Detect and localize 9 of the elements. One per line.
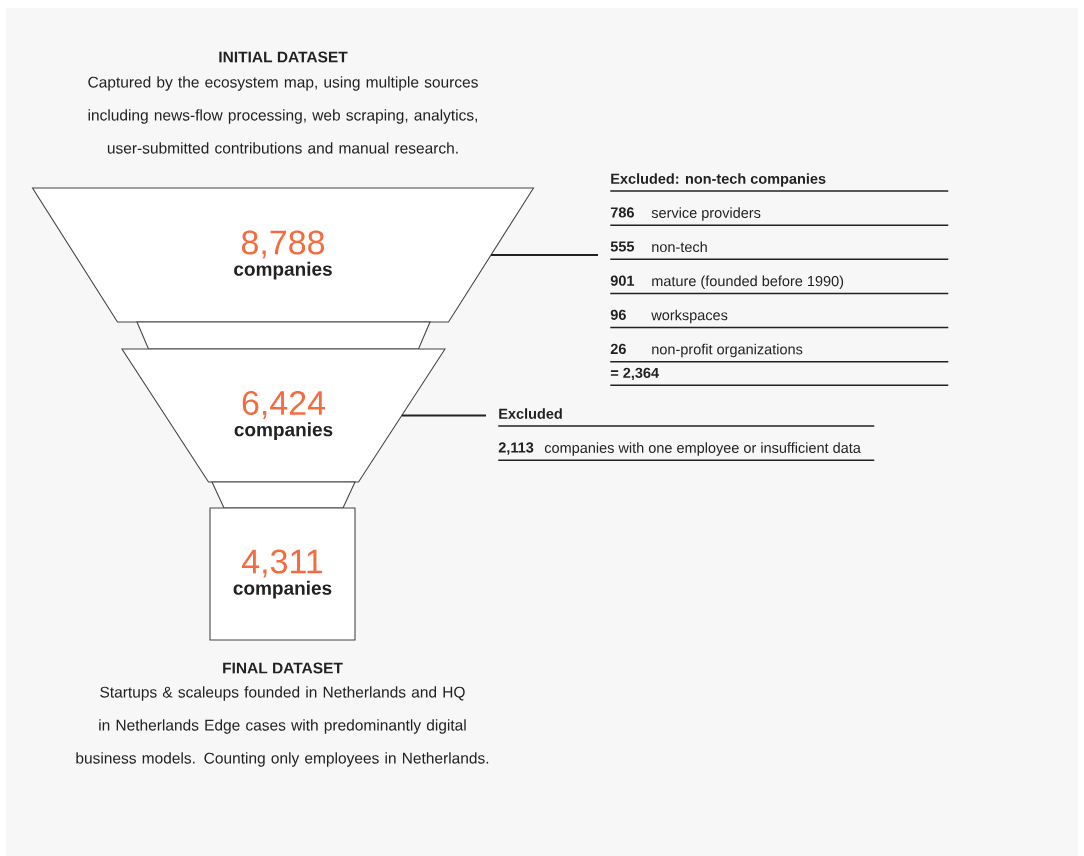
section-heading: INITIAL DATASET [219, 51, 348, 63]
section-heading: FINAL DATASET [223, 662, 343, 674]
description-text: Captured by the ecosystem map, using multiple sources including news-flow processing, web scraping, analytics, user-submitted contributions and manual research. [88, 76, 478, 154]
exclusion-table: Excluded 2,113 companies with one employee or insufficient data [497, 408, 875, 461]
description-text: Startups & scaleups founded in Netherlands and HQ in Netherlands Edge cases with predominantly digital business models. Counting only employees in Netherlands. [76, 686, 489, 767]
exclusion-table: Excluded: non-tech companies 786 service providers 555 non-tech 901 mature (founded before 1990) 96 workspaces 26 non-profit organizations = 2,364 [609, 173, 950, 386]
funnel-neck [211, 481, 356, 509]
leader-line [490, 254, 599, 256]
leader-line [400, 414, 487, 417]
